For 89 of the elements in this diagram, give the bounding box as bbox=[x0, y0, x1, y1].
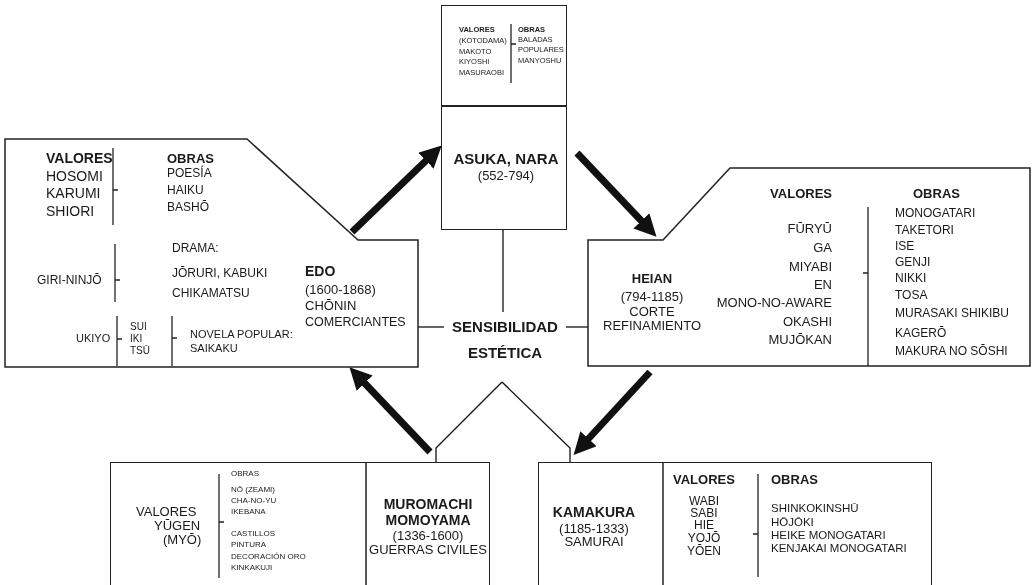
item-text: PINTURA bbox=[231, 541, 267, 549]
arrow bbox=[349, 145, 442, 235]
item-text: MIYABI bbox=[788, 259, 832, 273]
item-text: YŌEN bbox=[687, 545, 721, 557]
item-text: SAMURAI bbox=[564, 534, 624, 548]
item-text: KINKAKUJI bbox=[231, 564, 273, 572]
item-text: YŪGEN bbox=[154, 518, 201, 532]
item-text: (1185-1333) bbox=[559, 521, 629, 535]
heading-text: ASUKA, NARA bbox=[453, 150, 559, 166]
item-text: IKEBANA bbox=[231, 508, 266, 516]
item-text: KENJAKAI MONOGATARI bbox=[771, 543, 907, 555]
heading-text: ESTÉTICA bbox=[467, 344, 543, 360]
item-text: TAKETORI bbox=[895, 224, 954, 236]
item-text: IKI bbox=[130, 334, 143, 344]
item-text: GA bbox=[813, 240, 832, 254]
connector-line bbox=[565, 326, 589, 328]
item-text: UKIYO bbox=[76, 332, 111, 344]
item-text: HIE bbox=[694, 519, 714, 531]
item-text: VALORES bbox=[136, 504, 197, 518]
period-box bbox=[110, 462, 490, 585]
item-text: NIKKI bbox=[895, 272, 927, 284]
item-text: MUJŌKAN bbox=[768, 332, 832, 346]
arrow bbox=[574, 150, 657, 237]
item-text: SHINKOKINSHŪ bbox=[771, 503, 859, 515]
heading-text: OBRAS bbox=[167, 151, 214, 165]
item-text: POESÍA bbox=[167, 167, 212, 179]
period-box bbox=[538, 462, 932, 585]
item-text: NŌ (ZEAMI) bbox=[231, 486, 275, 494]
item-text: JŌRURI, KABUKI bbox=[172, 267, 268, 279]
item-text: EN bbox=[813, 277, 832, 291]
arrow bbox=[349, 367, 433, 455]
item-text: (552-794) bbox=[477, 168, 535, 182]
item-text: NOVELA POPULAR: bbox=[190, 328, 293, 340]
item-text: (MYŌ) bbox=[163, 532, 202, 546]
item-text: TOSA bbox=[895, 289, 928, 301]
period-box bbox=[441, 106, 567, 230]
heading-text: EDO bbox=[305, 264, 336, 278]
item-text: WABI bbox=[688, 495, 720, 507]
item-text: REFINAMIENTO bbox=[603, 318, 701, 332]
item-text: (1336-1600) bbox=[392, 528, 464, 542]
item-text: SAIKAKU bbox=[190, 342, 238, 354]
item-text: MONO-NO-AWARE bbox=[716, 295, 832, 309]
item-text: SUI bbox=[130, 322, 147, 332]
heading-text: VALORES bbox=[770, 186, 832, 200]
item-text: KAGERŌ bbox=[895, 327, 947, 339]
item-text: CHA-NO-YU bbox=[231, 497, 277, 505]
connector-line bbox=[502, 229, 504, 313]
item-text: CHŌNIN bbox=[305, 298, 357, 312]
item-text: ISE bbox=[895, 240, 915, 252]
item-text: OBRAS bbox=[231, 470, 259, 478]
item-text: DRAMA: bbox=[172, 242, 219, 254]
item-text: OKASHI bbox=[782, 314, 832, 328]
item-text: CASTILLOS bbox=[231, 530, 275, 538]
heading-text: VALORES bbox=[46, 151, 113, 165]
arrow bbox=[573, 369, 653, 455]
heading-text: MUROMACHI bbox=[383, 497, 473, 511]
heading-text: KAMAKURA bbox=[552, 505, 636, 519]
connector-line bbox=[435, 381, 503, 463]
item-text: HŌJŌKI bbox=[771, 517, 814, 529]
heading-text: VALORES bbox=[673, 472, 735, 486]
heading-text: HEIAN bbox=[631, 271, 673, 285]
item-text: MAKURA NO SŌSHI bbox=[895, 345, 1008, 357]
item-text: (1600-1868) bbox=[305, 282, 376, 296]
item-text: CORTE bbox=[629, 304, 675, 318]
item-text: YOJŌ bbox=[687, 532, 721, 544]
item-text: GIRI-NINJŌ bbox=[37, 274, 102, 286]
item-text: GUERRAS CIVILES bbox=[369, 542, 487, 556]
connector-line bbox=[501, 381, 571, 463]
values-panel bbox=[441, 5, 567, 106]
item-text: MURASAKI SHIKIBU bbox=[895, 307, 1010, 319]
item-text: BASHŌ bbox=[167, 201, 209, 213]
item-text: COMERCIANTES bbox=[305, 315, 406, 329]
item-text: TSŪ bbox=[130, 346, 150, 356]
item-text: CHIKAMATSU bbox=[172, 287, 250, 299]
heading-text: OBRAS bbox=[771, 472, 818, 486]
heading-text: OBRAS bbox=[913, 186, 960, 200]
item-text: HOSOMI bbox=[46, 169, 103, 183]
item-text: FŪRYŪ bbox=[787, 221, 832, 235]
item-text: HEIKE MONOGATARI bbox=[771, 530, 886, 542]
item-text: GENJI bbox=[895, 256, 931, 268]
item-text: DECORACIÓN ORO bbox=[231, 553, 306, 561]
item-text: HAIKU bbox=[167, 184, 204, 196]
item-text: MONOGATARI bbox=[895, 207, 976, 219]
item-text: SHIORI bbox=[46, 204, 95, 218]
item-text: KARUMI bbox=[46, 186, 101, 200]
heading-text: MOMOYAMA bbox=[385, 513, 471, 527]
item-text: (794-1185) bbox=[620, 289, 684, 303]
item-text: SABI bbox=[690, 507, 718, 519]
heading-text: SENSIBILIDAD bbox=[452, 318, 558, 334]
